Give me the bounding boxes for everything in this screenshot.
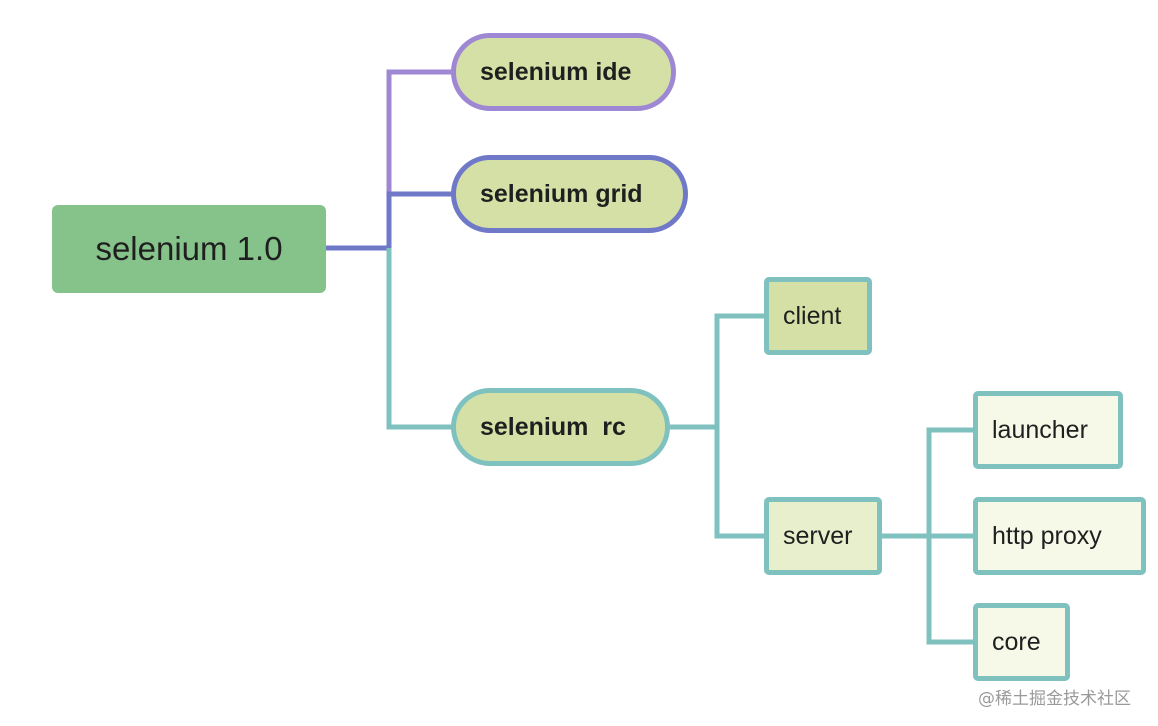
edge-trunk-ide bbox=[386, 69, 455, 248]
node-http-proxy-label: http proxy bbox=[992, 521, 1102, 550]
node-selenium-ide[interactable]: selenium ide bbox=[451, 33, 676, 111]
node-client-label: client bbox=[783, 301, 842, 330]
node-http-proxy[interactable]: http proxy bbox=[973, 497, 1146, 575]
node-core-label: core bbox=[992, 627, 1041, 656]
edge-server-launcher bbox=[926, 427, 975, 536]
edge-trunk-grid bbox=[386, 191, 455, 248]
node-launcher-label: launcher bbox=[992, 415, 1088, 444]
root-node-label: selenium 1.0 bbox=[95, 230, 283, 267]
node-server[interactable]: server bbox=[764, 497, 882, 575]
node-selenium-grid[interactable]: selenium grid bbox=[451, 155, 688, 233]
edge-trunk-rc bbox=[386, 248, 455, 430]
watermark-text: @稀土掘金技术社区 bbox=[978, 689, 1131, 709]
node-selenium-ide-label: selenium ide bbox=[480, 57, 632, 86]
root-node[interactable]: selenium 1.0 bbox=[52, 205, 326, 293]
node-client[interactable]: client bbox=[764, 277, 872, 355]
node-selenium-rc[interactable]: selenium rc bbox=[451, 388, 670, 466]
edge-rc-server bbox=[714, 427, 766, 539]
node-selenium-rc-label: selenium rc bbox=[480, 412, 626, 441]
node-core[interactable]: core bbox=[973, 603, 1070, 681]
edge-server-core bbox=[926, 536, 975, 645]
node-server-label: server bbox=[783, 521, 853, 550]
node-launcher[interactable]: launcher bbox=[973, 391, 1123, 469]
edge-rc-client bbox=[714, 313, 766, 427]
node-selenium-grid-label: selenium grid bbox=[480, 179, 643, 208]
